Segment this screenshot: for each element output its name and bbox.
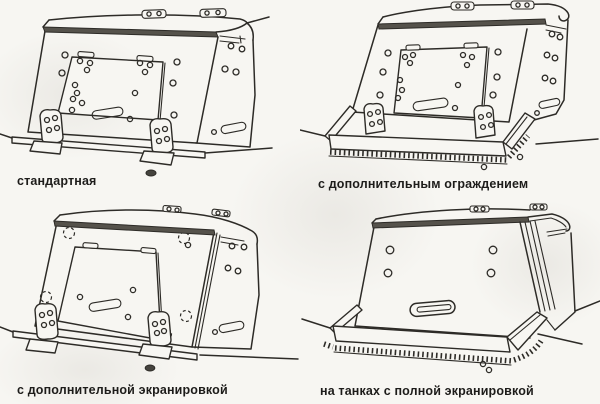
- drawing-armor-cover-with-guard: [300, 0, 599, 171]
- figure-caption: с дополнительным ограждением: [318, 177, 529, 191]
- figure-shielding-variant: с дополнительной экранировкой: [0, 200, 300, 404]
- drawing-armor-cover-with-shielding: [0, 204, 299, 372]
- figure-caption: стандартная: [17, 174, 97, 188]
- figure-caption: с дополнительной экранировкой: [17, 383, 228, 397]
- drawing-standard-armor-cover: [0, 8, 273, 177]
- figure-full-shielding-variant: на танках с полной экранировкой: [300, 200, 600, 404]
- figure-caption: на танках с полной экранировкой: [320, 384, 534, 398]
- figure-standard-variant: стандартная: [0, 0, 300, 200]
- drawing-armor-cover-full-shielding: [301, 203, 600, 374]
- figure-guard-variant: с дополнительным ограждением: [300, 0, 600, 200]
